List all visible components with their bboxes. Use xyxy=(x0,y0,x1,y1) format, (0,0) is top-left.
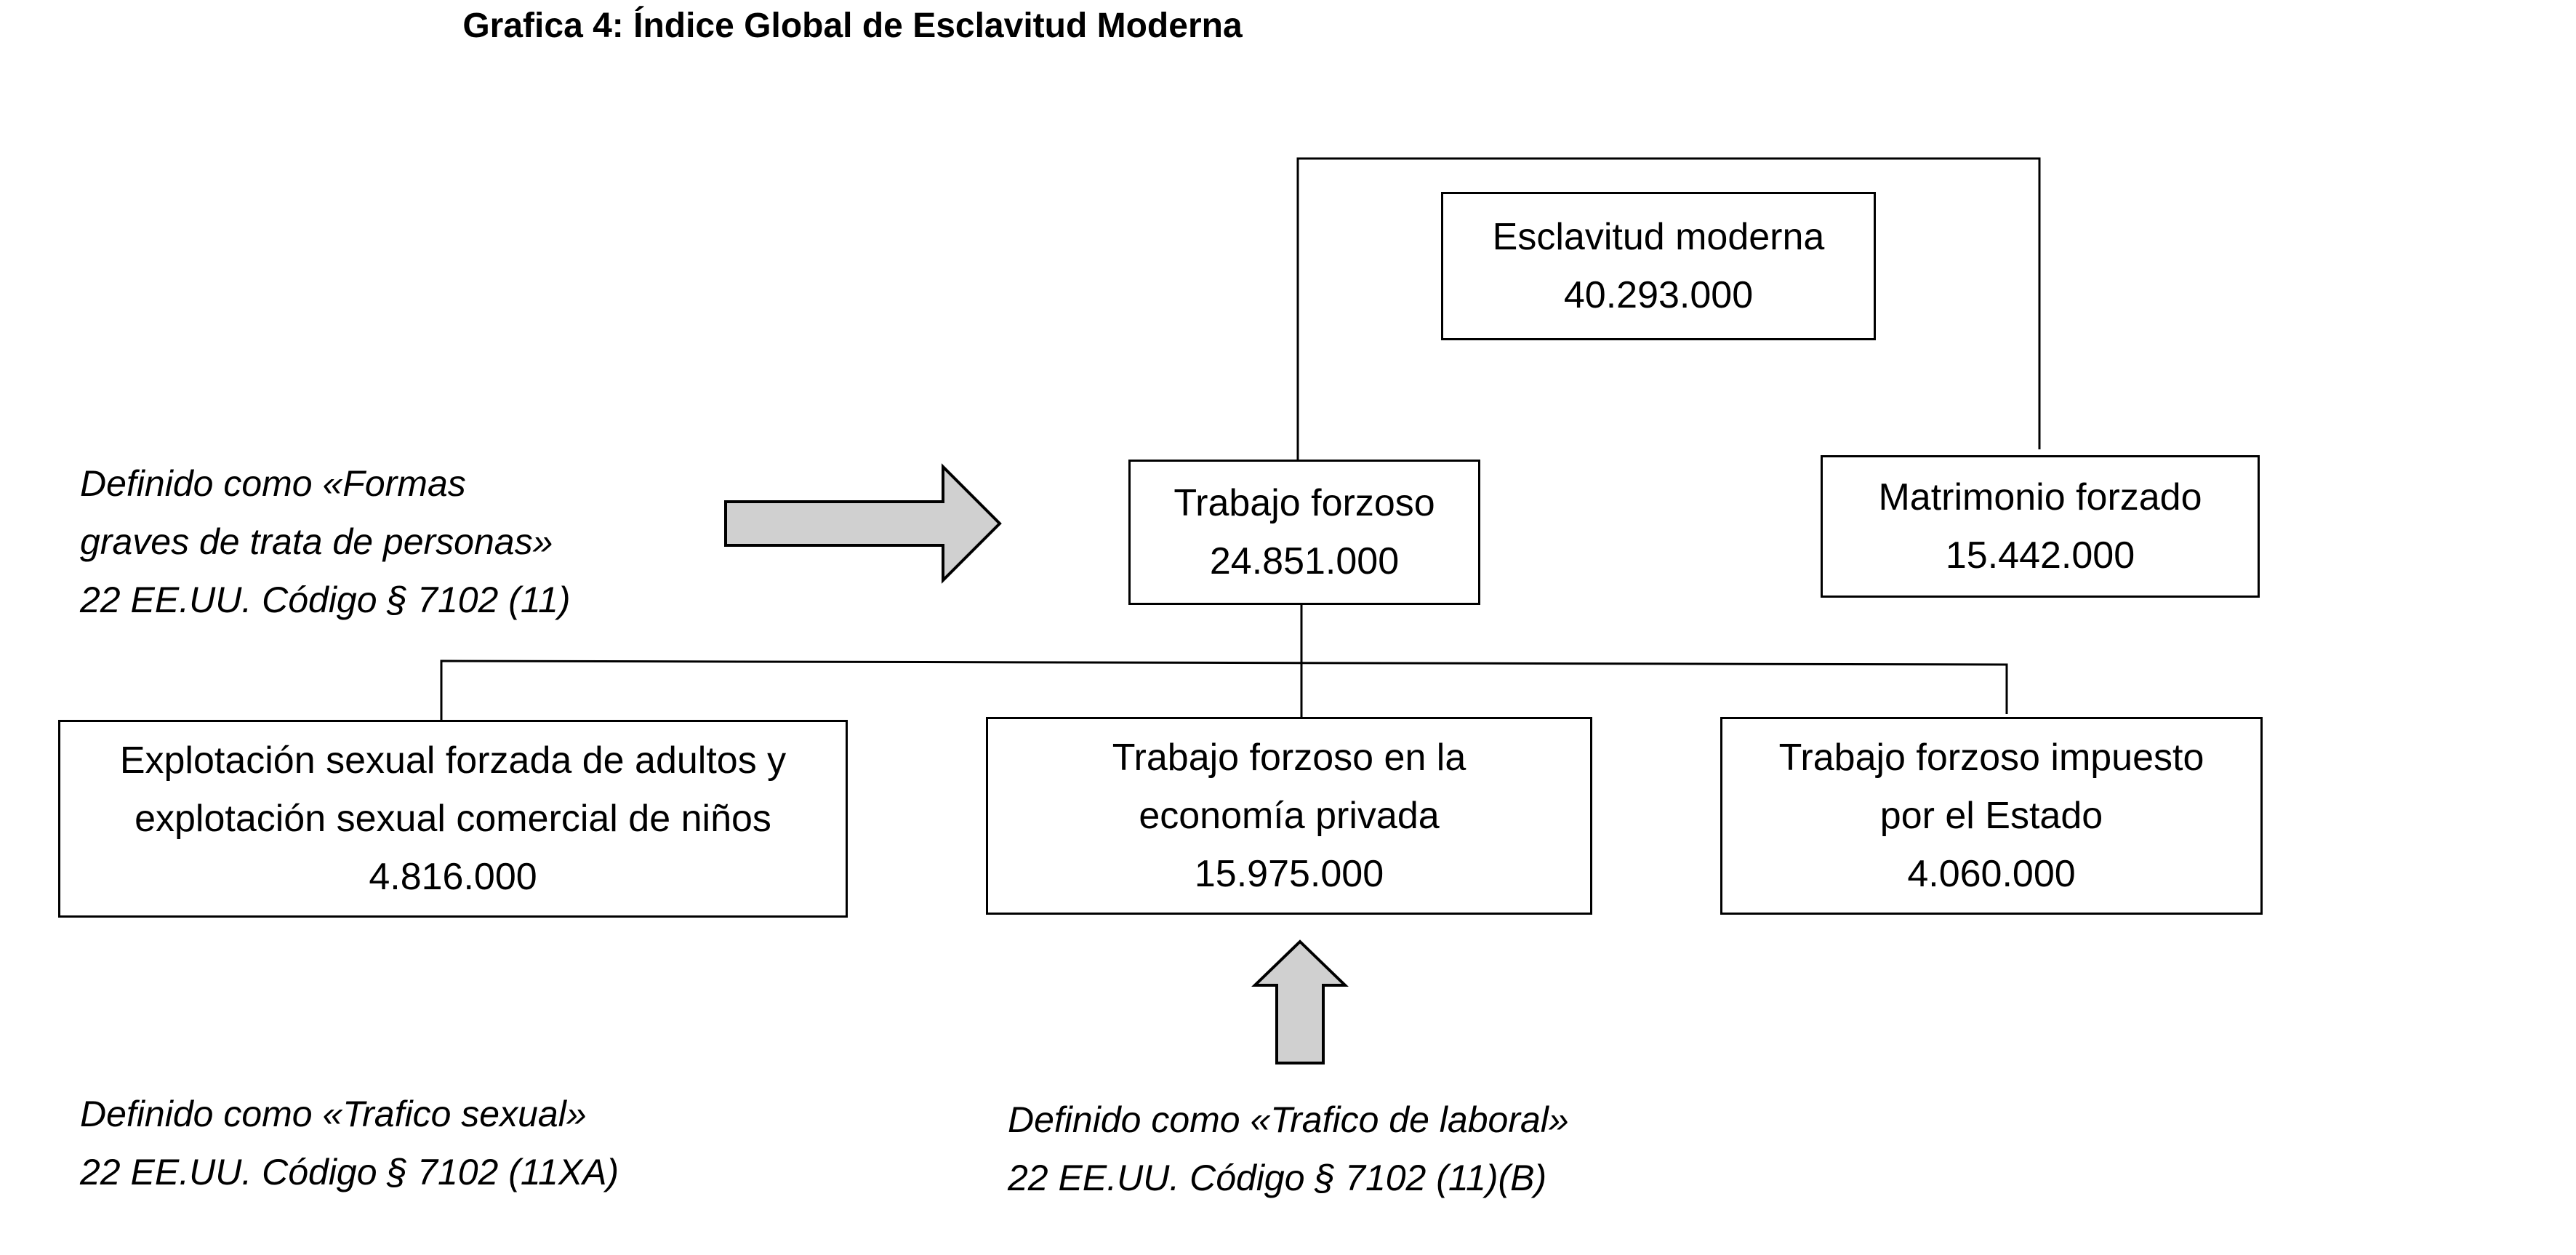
node-forced-marriage-label: Matrimonio forzado xyxy=(1878,476,2202,518)
node-private-economy-line1: Trabajo forzoso en la xyxy=(1112,737,1466,779)
node-state-imposed: Trabajo forzoso impuesto por el Estado 4… xyxy=(1720,717,2263,915)
note-sex-trafficking: Definido como «Trafico sexual» 22 EE.UU.… xyxy=(80,1085,619,1201)
note-trafficking: Definido como «Formas graves de trata de… xyxy=(80,454,570,629)
node-forced-labour: Trabajo forzoso 24.851.000 xyxy=(1128,460,1480,605)
lower-bracket-line xyxy=(440,659,2008,721)
node-private-economy: Trabajo forzoso en la economía privada 1… xyxy=(986,717,1592,915)
node-forced-marriage-value: 15.442.000 xyxy=(1945,534,2135,577)
node-forced-marriage: Matrimonio forzado 15.442.000 xyxy=(1821,455,2260,598)
note-labor-trafficking: Definido como «Trafico de laboral» 22 EE… xyxy=(1008,1091,1569,1207)
up-arrow-icon xyxy=(1251,939,1349,1064)
node-sexual-exploitation-value: 4.816.000 xyxy=(369,856,537,898)
top-bracket-line xyxy=(1296,157,2041,460)
node-modern-slavery-label: Esclavitud moderna xyxy=(1492,216,1825,258)
node-state-imposed-line2: por el Estado xyxy=(1879,795,2103,837)
note-trafficking-line1: Definido como «Formas xyxy=(80,463,466,504)
note-labor-trafficking-line1: Definido como «Trafico de laboral» xyxy=(1008,1099,1569,1140)
note-labor-trafficking-line2: 22 EE.UU. Código § 7102 (11)(B) xyxy=(1008,1158,1547,1198)
right-arrow-icon xyxy=(724,463,1002,584)
node-sexual-exploitation: Explotación sexual forzada de adultos y … xyxy=(58,720,848,918)
node-private-economy-line2: economía privada xyxy=(1139,795,1440,837)
node-forced-labour-label: Trabajo forzoso xyxy=(1173,482,1435,524)
node-modern-slavery-value: 40.293.000 xyxy=(1563,274,1754,316)
note-sex-trafficking-line2: 22 EE.UU. Código § 7102 (11XA) xyxy=(80,1152,619,1192)
note-trafficking-line2: graves de trata de personas» xyxy=(80,521,553,562)
node-modern-slavery: Esclavitud moderna 40.293.000 xyxy=(1441,192,1876,340)
node-sexual-exploitation-line2: explotación sexual comercial de niños xyxy=(135,798,771,840)
node-sexual-exploitation-line1: Explotación sexual forzada de adultos y xyxy=(119,739,787,782)
node-forced-labour-value: 24.851.000 xyxy=(1209,540,1400,582)
diagram-title: Grafica 4: Índice Global de Esclavitud M… xyxy=(462,7,1243,45)
node-state-imposed-value: 4.060.000 xyxy=(1907,853,2076,895)
note-sex-trafficking-line1: Definido como «Trafico sexual» xyxy=(80,1094,587,1134)
node-state-imposed-line1: Trabajo forzoso impuesto xyxy=(1778,737,2204,779)
node-private-economy-value: 15.975.000 xyxy=(1194,853,1384,895)
note-trafficking-line3: 22 EE.UU. Código § 7102 (11) xyxy=(80,580,571,620)
